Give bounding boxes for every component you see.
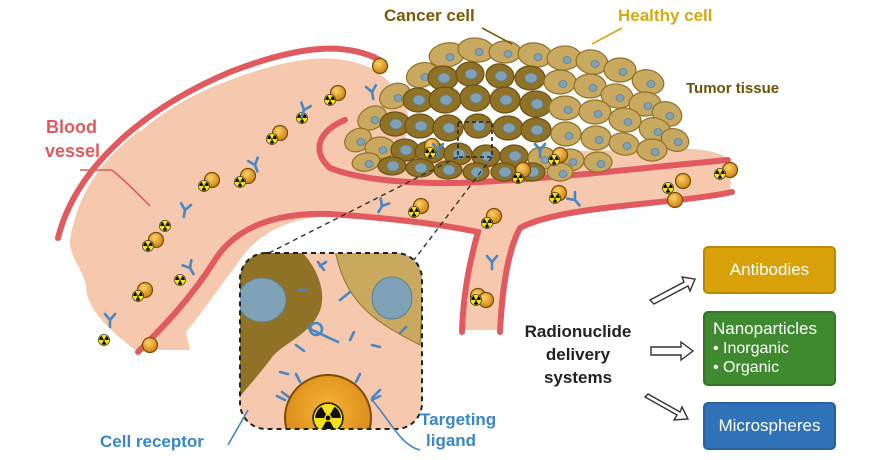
cancer-cell: [428, 86, 462, 114]
radiation-icon: [480, 216, 494, 230]
healthy-cell: [517, 42, 553, 68]
radiation-icon: [141, 239, 155, 253]
healthy-cell: [351, 152, 381, 172]
cancer-cell: [427, 65, 459, 91]
blood-vessel: [55, 45, 735, 355]
healthy-cell: [580, 125, 612, 151]
radiation-icon: [265, 132, 279, 146]
healthy-cell: [636, 138, 668, 162]
cell-receptor-label: Cell receptor: [100, 432, 204, 451]
vessel-contents: [97, 57, 739, 354]
cancer-cell: [499, 144, 529, 168]
antibodies-box: Antibodies: [703, 246, 836, 294]
nanoparticles-label: Nanoparticles: [713, 319, 817, 338]
cancer-cell: [490, 162, 518, 182]
cancer-cell: [455, 61, 485, 87]
healthy-cell: [488, 40, 522, 64]
healthy-cell: [550, 121, 582, 147]
nanoparticles-box: Nanoparticles Inorganic Organic: [703, 311, 836, 386]
targeting-ligand-label-line1: Targeting: [420, 410, 497, 429]
radiation-icon: [233, 175, 247, 189]
radionuclide-particle: [371, 57, 389, 75]
radiation-icon: [661, 181, 675, 195]
microspheres-box: Microspheres: [703, 402, 836, 450]
cancer-cell: [485, 63, 515, 89]
tumor-tissue-label: Tumor tissue: [686, 80, 780, 97]
cancer-cell: [463, 113, 493, 139]
healthy-cell: [457, 37, 495, 63]
nanoparticle-type-organic: Organic: [713, 358, 834, 377]
blood-vessel-label-line2: vessel: [45, 141, 101, 161]
cancer-cell: [405, 158, 435, 178]
zoom-source-box: [457, 121, 493, 158]
systems-title-line2: delivery: [545, 345, 611, 364]
systems-title-line1: Radionuclide: [524, 322, 632, 341]
arrow-icon: [643, 276, 696, 421]
radiation-icon: [511, 171, 525, 185]
cancer-cell: [379, 111, 411, 137]
cancer-cell: [433, 160, 463, 180]
radiation-icon: [173, 273, 187, 287]
healthy-cell: [543, 69, 577, 95]
radionuclide-particle: [141, 336, 159, 354]
healthy-cell: [578, 99, 612, 125]
zoom-line-left: [252, 156, 459, 262]
antibodies-label: Antibodies: [729, 260, 810, 279]
cancer-cell: [377, 156, 407, 176]
healthy-cell: [608, 132, 640, 156]
radiation-icon: [323, 93, 337, 107]
healthy-cell: [573, 73, 607, 99]
blood-vessel-label-line1: Blood: [46, 117, 97, 137]
cancer-cell-label: Cancer cell: [384, 6, 475, 25]
radiation-icon: [423, 146, 437, 160]
cancer-cell: [519, 90, 553, 118]
healthy-cell: [608, 107, 642, 133]
radiation-icon: [469, 293, 483, 307]
cancer-cell: [489, 86, 521, 114]
radiation-icon: [713, 167, 727, 181]
systems-title-line3: systems: [543, 368, 613, 387]
cancer-cell: [520, 117, 552, 143]
radiation-icon: [158, 219, 172, 233]
targeting-ligand-label-line2: ligand: [426, 431, 477, 450]
radionuclide-particle: [674, 172, 692, 190]
healthy-cell: [548, 95, 582, 121]
healthy-cell: [583, 151, 613, 173]
radiation-icon: [131, 289, 145, 303]
healthy-cell: [660, 128, 690, 152]
radiation-icon: [548, 191, 562, 205]
cancer-cell: [459, 84, 491, 112]
healthy-cell: [603, 57, 637, 83]
radiation-icon: [197, 179, 211, 193]
healthy-cell-label: Healthy cell: [618, 6, 713, 25]
leader-lines: [80, 27, 623, 451]
healthy-cell: [357, 105, 387, 131]
nanoparticle-type-inorganic: Inorganic: [713, 339, 834, 358]
cancer-cell: [432, 114, 464, 142]
zoom-inset: [239, 252, 423, 430]
cancer-cell: [462, 162, 490, 182]
radionuclide-particle: [666, 191, 684, 209]
cancer-cell: [404, 113, 436, 139]
cancer-cell: [514, 65, 546, 91]
microspheres-label: Microspheres: [718, 416, 821, 435]
radiation-icon: [407, 205, 421, 219]
radiation-icon: [547, 153, 561, 167]
healthy-cell: [546, 162, 574, 182]
cancer-cell: [492, 115, 524, 141]
radiation-icon: [97, 333, 111, 347]
zoom-line-right: [413, 156, 493, 261]
tumor-tissue: [344, 37, 690, 182]
